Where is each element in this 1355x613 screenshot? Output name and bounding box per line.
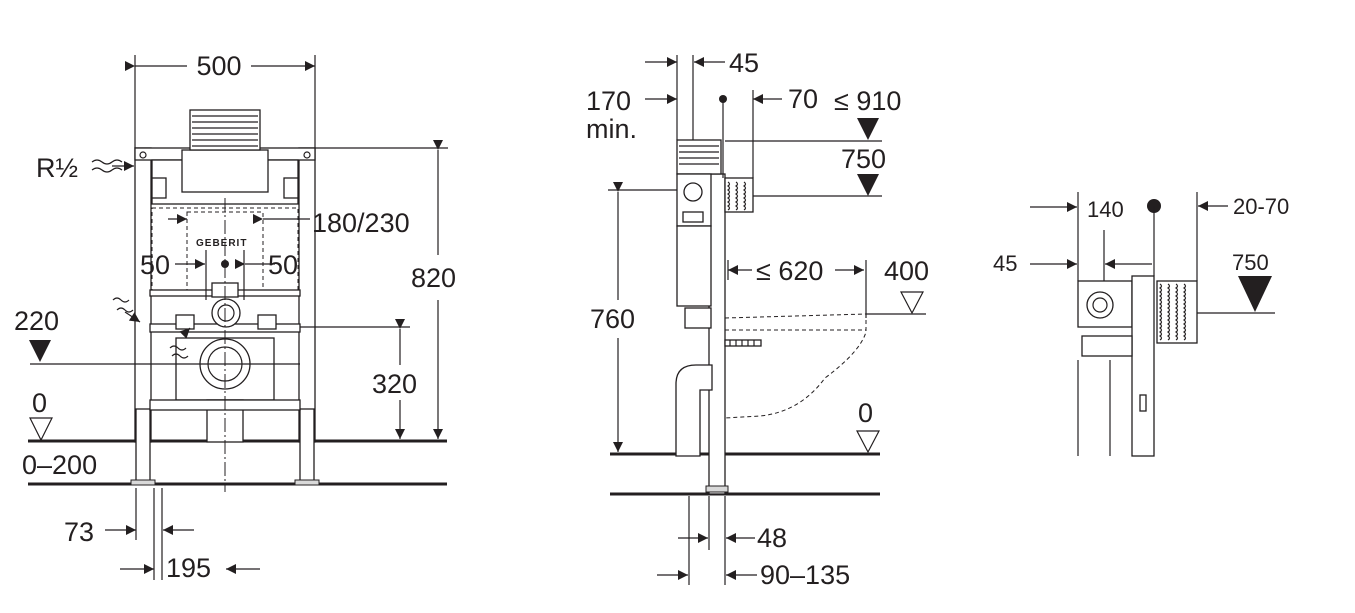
floor-label: 0 [32,388,47,418]
pipe-label: R½ [36,153,78,183]
axis-dot [221,260,229,268]
left-foot [135,408,151,485]
side-cistern [676,225,712,307]
left-upright [134,147,152,443]
cistern-ribs [192,115,258,147]
brand-logo: GEBERIT [196,238,247,249]
detail-view: 140 20-70 45 750 [993,192,1289,457]
left-foot-plate [130,479,156,486]
level-marker-filled [29,340,51,362]
flush-plate-label: 180/230 [312,208,410,238]
drain-height-label: 320 [372,369,417,399]
min-depth-suffix: min. [586,114,637,144]
height-label: 820 [411,263,456,293]
right-foot [299,408,315,485]
left-offset-label: 50 [140,250,170,280]
side-cistern-top [676,139,722,175]
right-upright [298,147,316,443]
detail-height-label: 750 [1232,250,1269,275]
axis-offset-label: 70 [788,84,818,114]
side-floor-label: 0 [858,398,873,428]
foot-offset-label: 73 [64,517,94,547]
bowl-height-label: 400 [884,256,929,286]
drain-offset-label: 195 [166,553,211,583]
detail-depth-label: 45 [993,251,1017,276]
foot-depth-label: 48 [757,523,787,553]
right-foot-plate [294,479,320,486]
floor-range-label: 0–200 [22,450,97,480]
frame-height-label: 760 [590,304,635,334]
front-view: GEBERIT 500 R½ 180/230 [14,51,456,583]
standard-height-label: 750 [841,144,886,174]
right-offset-label: 50 [268,250,298,280]
width-label: 500 [196,51,241,81]
cistern-body [181,149,269,193]
connection-height-label: 220 [14,306,59,336]
side-view: 170 min. 45 70 ≤ 910 750 760 ≤ 620 [586,48,929,590]
wc-bowl-outline [724,313,867,419]
bowl-length-label: ≤ 620 [756,256,823,286]
min-depth-label: 170 [586,86,631,116]
detail-range-label: 20-70 [1233,194,1289,219]
max-height-label: ≤ 910 [834,86,901,116]
frame-depth-label: 45 [729,48,759,78]
water-connection [211,298,241,328]
drain-bend [675,364,713,457]
detail-frame [1131,275,1155,457]
level-marker-open [29,417,53,442]
detail-width-label: 140 [1087,197,1124,222]
cistern-top [189,109,261,151]
foot-range-label: 90–135 [760,560,850,590]
